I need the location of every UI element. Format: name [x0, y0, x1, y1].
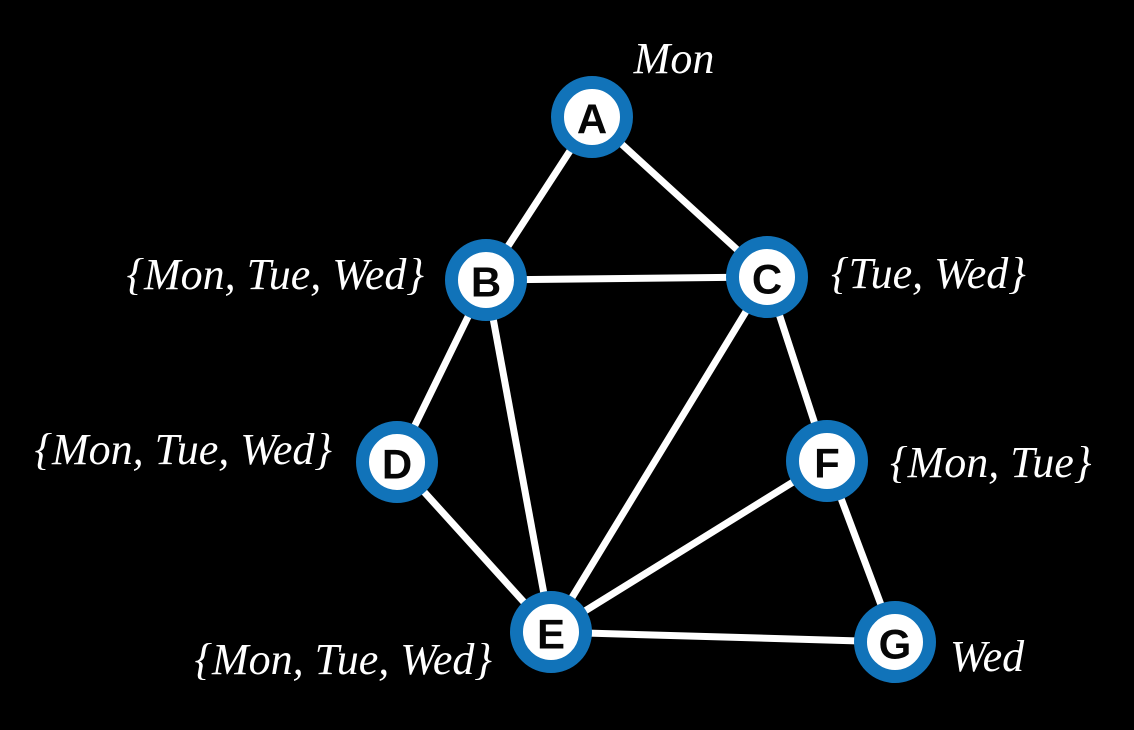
edge-E-F	[549, 458, 829, 635]
node-D: D	[356, 421, 438, 503]
domain-label-A: Mon	[633, 34, 715, 83]
domain-label-G: Wed	[950, 632, 1025, 681]
node-circle-F	[786, 420, 868, 502]
edge-B-E	[482, 279, 555, 633]
edge-E-G	[550, 628, 896, 646]
node-letter-C: C	[752, 256, 782, 303]
domain-label-C: {Tue, Wed}	[831, 249, 1026, 298]
domain-label-D: {Mon, Tue, Wed}	[34, 425, 332, 474]
node-letter-A: A	[577, 96, 607, 143]
domain-label-B: {Mon, Tue, Wed}	[126, 250, 424, 299]
edge-C-E	[548, 275, 770, 634]
node-letter-F: F	[814, 440, 840, 487]
node-letter-E: E	[537, 611, 565, 658]
domain-label-F: {Mon, Tue}	[890, 438, 1092, 487]
node-circle-G	[854, 601, 936, 683]
node-circle-E	[510, 591, 592, 673]
domain-label-E: {Mon, Tue, Wed}	[194, 635, 492, 684]
node-F: F	[786, 420, 868, 502]
node-circle-C	[726, 236, 808, 318]
node-letter-D: D	[382, 441, 412, 488]
node-C: C	[726, 236, 808, 318]
node-G: G	[854, 601, 936, 683]
edge-B-C	[485, 273, 768, 284]
node-letter-G: G	[879, 621, 912, 668]
node-circle-B	[445, 239, 527, 321]
node-circle-D	[356, 421, 438, 503]
node-circle-A	[551, 76, 633, 158]
node-B: B	[445, 239, 527, 321]
node-letter-B: B	[471, 259, 501, 306]
node-E: E	[510, 591, 592, 673]
node-A: A	[551, 76, 633, 158]
